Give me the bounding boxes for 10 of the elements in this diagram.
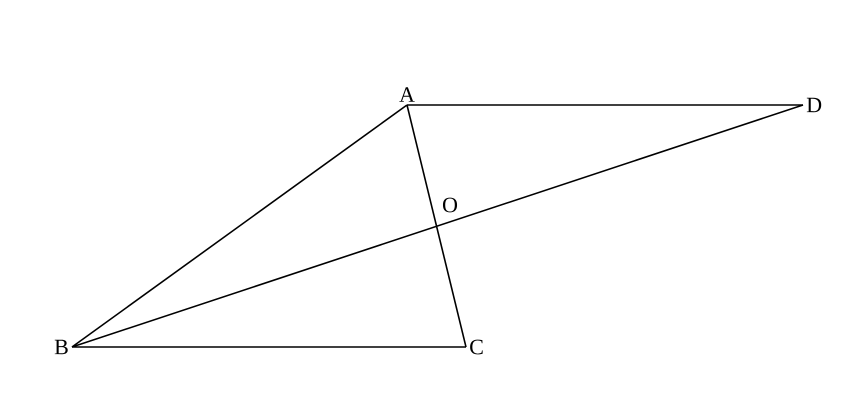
line-segment <box>72 104 408 348</box>
line-segment <box>72 104 804 348</box>
point-label: C <box>470 340 483 354</box>
point-label: A <box>399 87 415 102</box>
point-label: B <box>54 340 68 354</box>
point-label: D <box>806 98 822 112</box>
line-segment <box>407 104 803 106</box>
line-segment <box>406 104 467 348</box>
point-label: O <box>442 198 458 212</box>
line-segment <box>72 346 466 348</box>
